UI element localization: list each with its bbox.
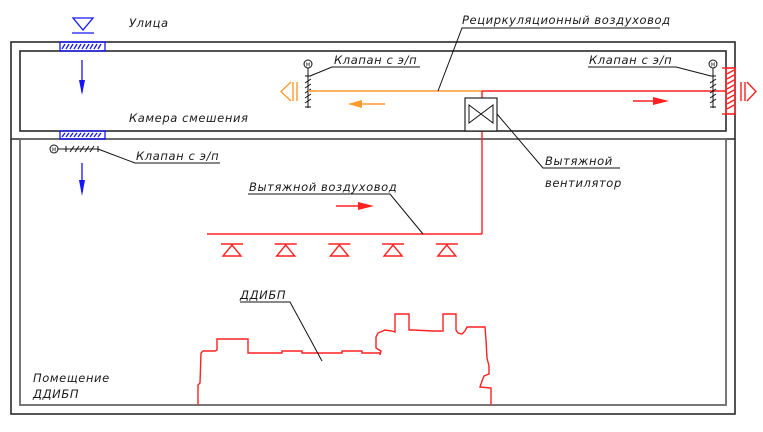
room-label-line2: ДДИБП bbox=[32, 387, 79, 401]
damper-bottom-label: Клапан с э/п bbox=[136, 149, 219, 163]
genset-leader bbox=[240, 301, 323, 362]
mixing-chamber-label: Камера смешения bbox=[129, 111, 249, 125]
svg-text:M: M bbox=[711, 63, 715, 69]
damper-left-label: Клапан с э/п bbox=[334, 53, 417, 67]
diffusers bbox=[221, 243, 458, 257]
supply-arrowhead-top bbox=[79, 80, 85, 95]
diffuser-triangle-icon bbox=[328, 243, 351, 257]
exhaust-fan bbox=[464, 97, 620, 169]
building-walls bbox=[10, 41, 736, 415]
genset-outline bbox=[197, 313, 492, 405]
recirc-duct-leader bbox=[437, 27, 660, 92]
damper-bottom: M bbox=[49, 144, 220, 164]
diffuser-triangle-icon bbox=[274, 243, 297, 257]
diffuser-triangle-icon bbox=[221, 243, 243, 257]
street-label: Улица bbox=[129, 16, 169, 30]
exhaust-wall-grille bbox=[722, 67, 736, 115]
supply-grille-slab bbox=[59, 130, 106, 196]
outer-wall bbox=[10, 41, 736, 415]
damper-right-label: Клапан с э/п bbox=[589, 53, 672, 67]
level-triangle-icon bbox=[71, 17, 95, 34]
genset-label: ДДИБП bbox=[239, 288, 286, 302]
svg-text:M: M bbox=[306, 63, 310, 69]
fan-label-line2: вентилятор bbox=[545, 176, 622, 190]
recirc-duct-label: Рециркуляционный воздуховод bbox=[462, 13, 671, 27]
exhaust-flow-arrowhead-lower bbox=[358, 202, 374, 210]
diffuser-triangle-icon bbox=[382, 243, 405, 257]
fan-label-line1: Вытяжной bbox=[545, 154, 613, 168]
room-inner-wall bbox=[19, 138, 727, 406]
exhaust-flow-arrowhead-upper bbox=[653, 97, 669, 105]
room-label-line1: Помещение bbox=[33, 371, 110, 385]
diffuser-triangle-icon bbox=[435, 243, 458, 257]
exhaust-duct-label: Вытяжной воздуховод bbox=[249, 180, 397, 194]
svg-text:M: M bbox=[52, 148, 56, 154]
damper-right: M bbox=[588, 59, 718, 108]
outlet-triangle-icon bbox=[740, 81, 757, 102]
fan-leader bbox=[496, 113, 620, 169]
recirc-flow-arrowhead bbox=[348, 100, 362, 108]
supply-grille-top bbox=[59, 17, 106, 95]
outlet-triangle-icon bbox=[279, 81, 298, 102]
exhaust-duct-leader bbox=[248, 193, 424, 235]
fan-bowtie-icon bbox=[468, 104, 494, 124]
supply-arrowhead-bottom bbox=[79, 180, 85, 196]
